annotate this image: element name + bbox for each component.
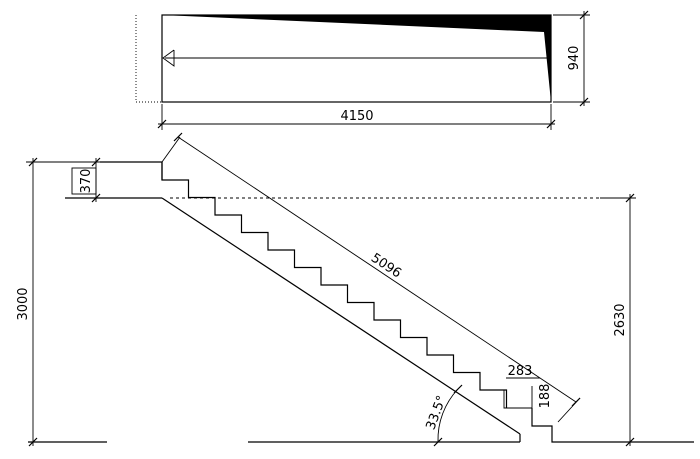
total-height-label: 3000 [16, 287, 31, 320]
plan-width-dimension: 4150 [157, 104, 556, 130]
angle-annotation: 33.5° [424, 384, 463, 447]
bottom-step-profile [531, 408, 560, 443]
stair-length-label: 5096 [368, 251, 404, 282]
plan-view: 4150 940 [135, 10, 590, 130]
tread-label: 283 [508, 364, 533, 379]
top-step-dimension: 370 [71, 157, 101, 203]
tread-riser-detail: 283 188 [503, 364, 553, 410]
total-height-dimension: 3000 [16, 157, 100, 447]
top-landing-step [100, 161, 163, 180]
riser-label: 188 [538, 384, 553, 409]
plan-direction-arrowhead [162, 49, 175, 67]
angle-label: 33.5° [424, 394, 450, 432]
floor-height-label: 2630 [613, 303, 628, 336]
plan-depth-dimension: 940 [553, 10, 590, 107]
plan-shaded-wedge [162, 15, 551, 102]
floor-height-dimension: 2630 [613, 193, 635, 447]
plan-dotted-edge [135, 15, 162, 103]
plan-depth-label: 940 [567, 46, 582, 71]
step-profile [161, 162, 508, 408]
section-view: 3000 370 2630 5096 [16, 132, 694, 447]
stair-steps [161, 162, 560, 443]
plan-width-label: 4150 [340, 109, 373, 124]
top-step-label: 370 [79, 169, 94, 194]
stringer-underside [161, 197, 521, 435]
top-step-label-box [71, 167, 97, 195]
